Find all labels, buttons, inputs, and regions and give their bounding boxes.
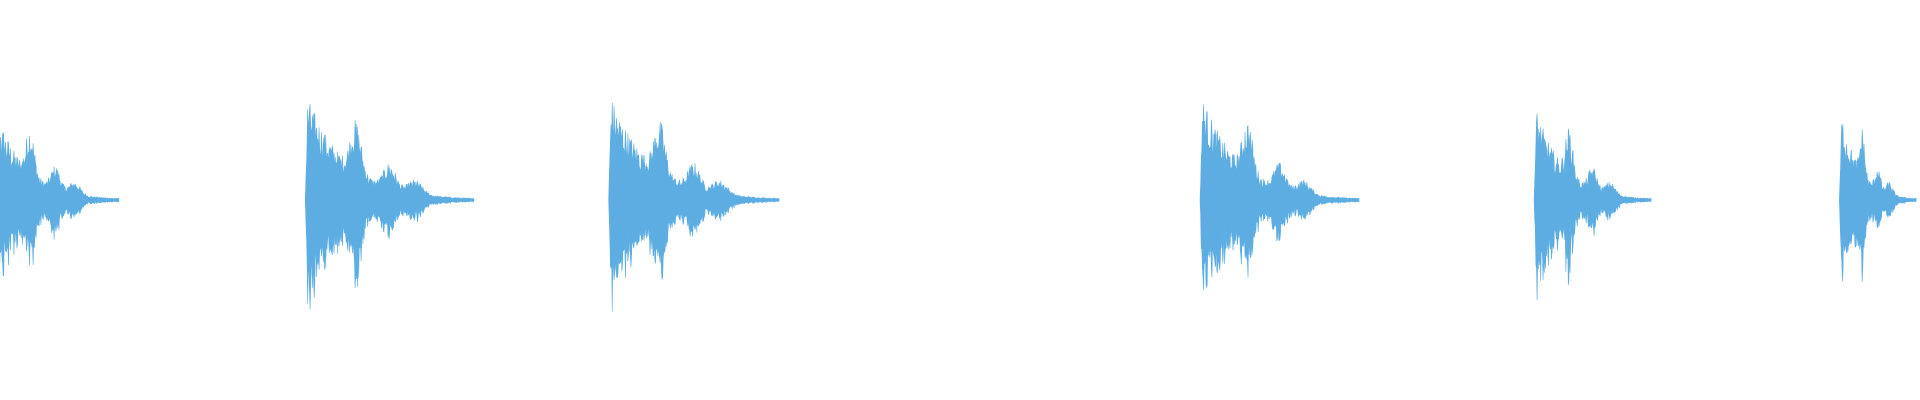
waveform-burst-4	[1199, 104, 1360, 291]
waveform-burst-5	[1533, 113, 1652, 301]
waveform-burst-2	[304, 103, 475, 310]
waveform-burst-6	[1839, 124, 1917, 283]
waveform-burst-3	[608, 102, 780, 312]
waveform-burst-1	[0, 131, 120, 277]
